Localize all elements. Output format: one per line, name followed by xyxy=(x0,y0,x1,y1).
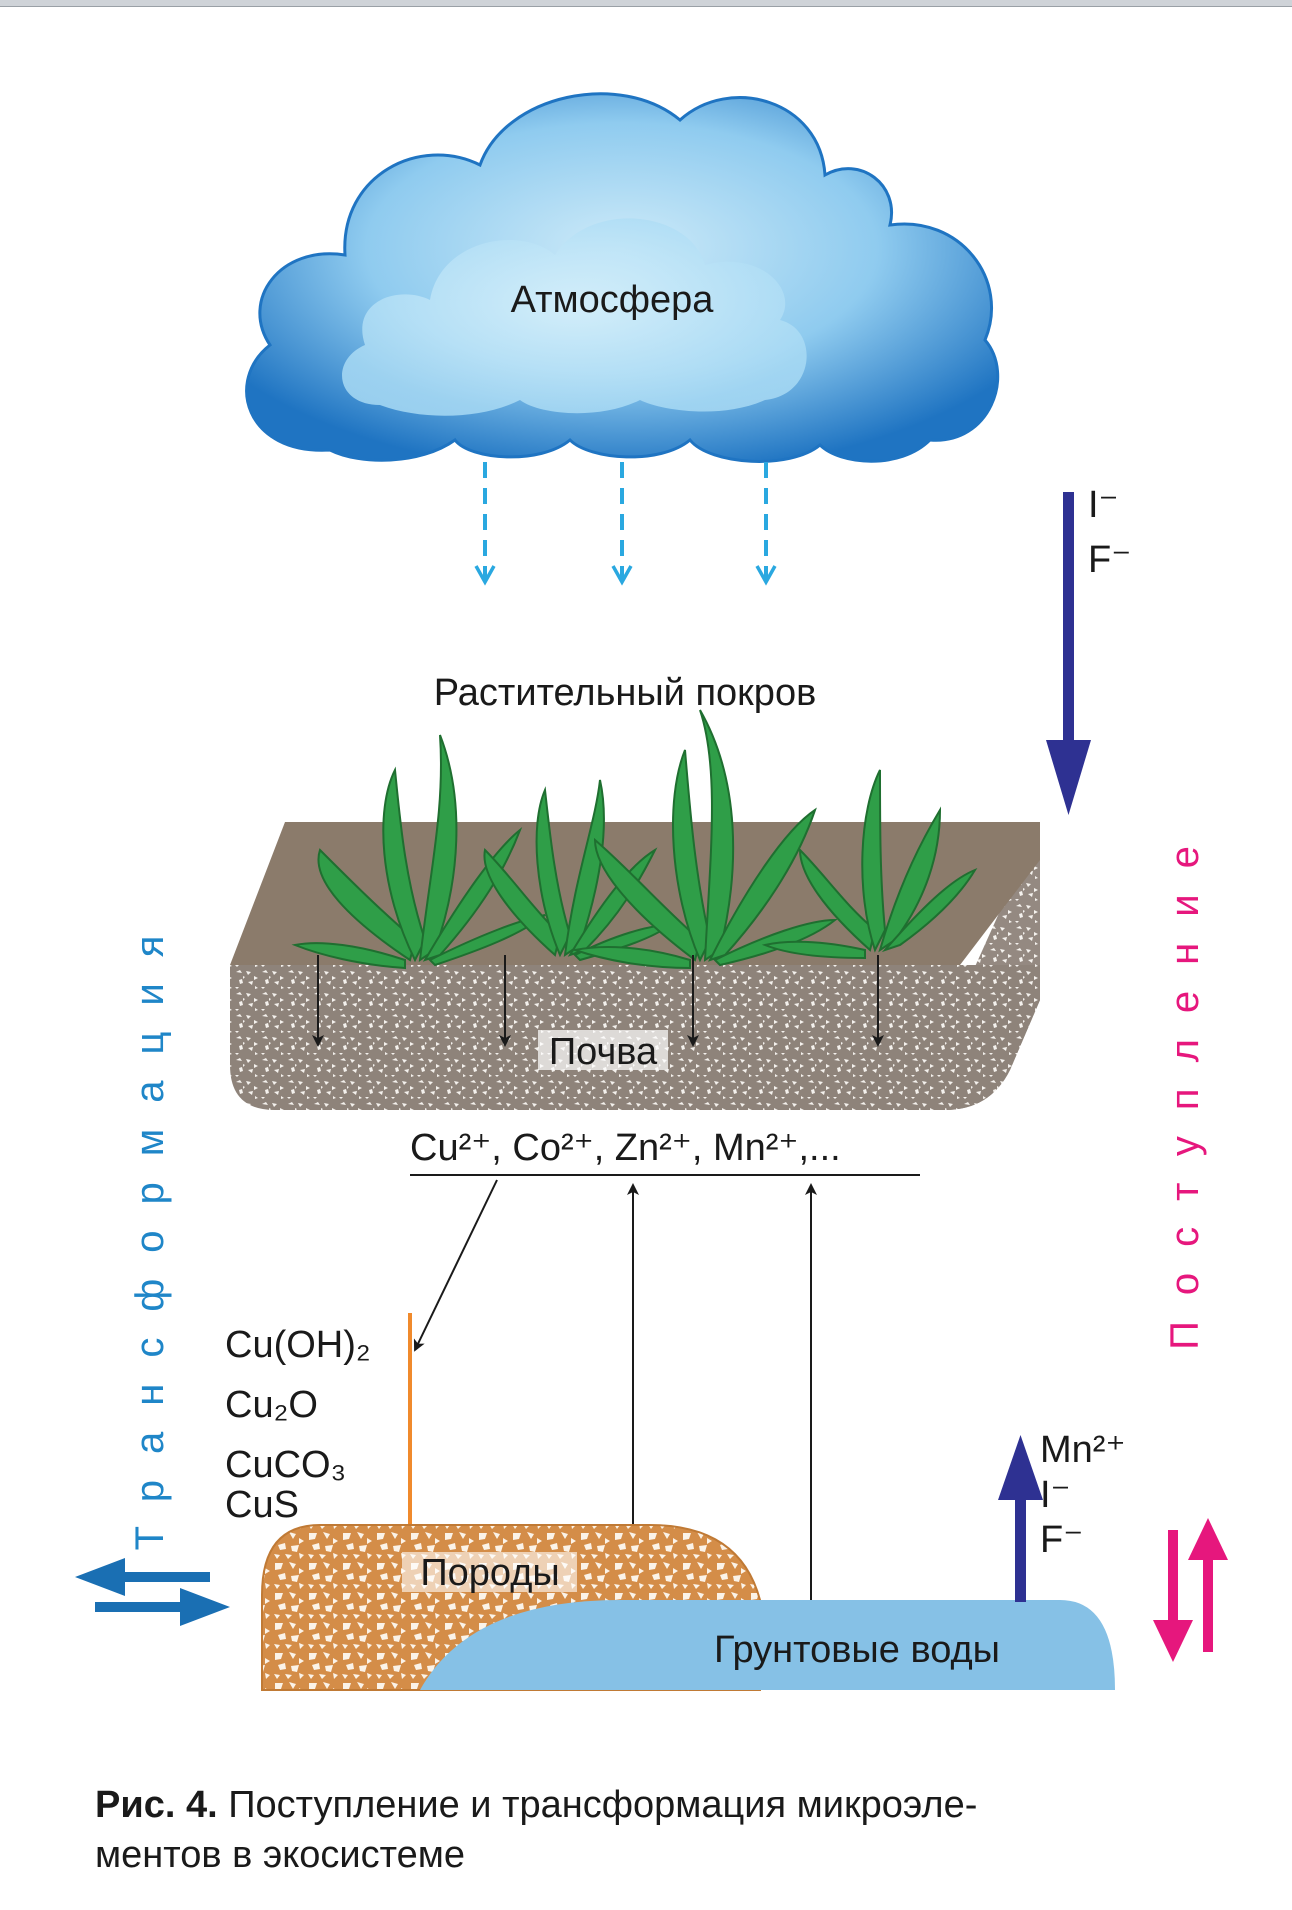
groundwater-label: Грунтовые воды xyxy=(714,1629,1000,1671)
copper-compound-4: CuS xyxy=(225,1484,299,1526)
atmo-ion-2: F⁻ xyxy=(1088,539,1131,581)
groundwater-output-arrow xyxy=(998,1435,1043,1602)
cloud-icon xyxy=(245,92,1000,463)
precipitation-arrows xyxy=(474,462,777,586)
gw-ion-1: Mn²⁺ xyxy=(1040,1429,1126,1471)
ecosystem-diagram: Атмосфера I⁻ F⁻ Растительный покров xyxy=(75,92,1228,1691)
exchange-flow-arrows xyxy=(413,1179,817,1600)
caption-text: Поступление и трансформация микроэле- xyxy=(217,1784,978,1826)
copper-compound-1: Cu(OH)₂ xyxy=(225,1324,371,1366)
copper-compound-3: CuCO₃ xyxy=(225,1444,346,1486)
soil-label: Почва xyxy=(549,1031,658,1073)
transformation-label: Трансформация xyxy=(128,910,172,1551)
gw-ion-3: F⁻ xyxy=(1040,1519,1083,1561)
input-output-arrows-icon xyxy=(1153,1518,1228,1662)
caption-text-line2: ментов в экосистеме xyxy=(95,1834,466,1876)
groundwater-layer xyxy=(420,1600,1115,1690)
figure-caption: Рис. 4. Поступление и трансформация микр… xyxy=(95,1780,1255,1880)
grass-icon xyxy=(291,709,978,970)
atmosphere-label: Атмосфера xyxy=(511,279,715,321)
vegetation-label: Растительный покров xyxy=(434,672,817,714)
window-top-bar xyxy=(0,0,1292,7)
gw-ion-2: I⁻ xyxy=(1040,1474,1071,1516)
caption-number: Рис. 4. xyxy=(95,1784,218,1826)
soil-infiltration-arrows xyxy=(312,955,884,1047)
exchange-arrows-icon xyxy=(75,1558,230,1626)
input-label: Поступление xyxy=(1163,820,1207,1350)
copper-compound-2: Cu₂O xyxy=(225,1384,318,1426)
atmo-ion-1: I⁻ xyxy=(1088,484,1119,526)
ions-to-copper-arrow xyxy=(413,1179,498,1352)
copper-line xyxy=(408,1313,412,1525)
rocks-label: Породы xyxy=(420,1552,559,1594)
atmo-input-arrow xyxy=(1046,492,1091,815)
ions-label: Cu²⁺, Co²⁺, Zn²⁺, Mn²⁺,... xyxy=(410,1127,841,1169)
